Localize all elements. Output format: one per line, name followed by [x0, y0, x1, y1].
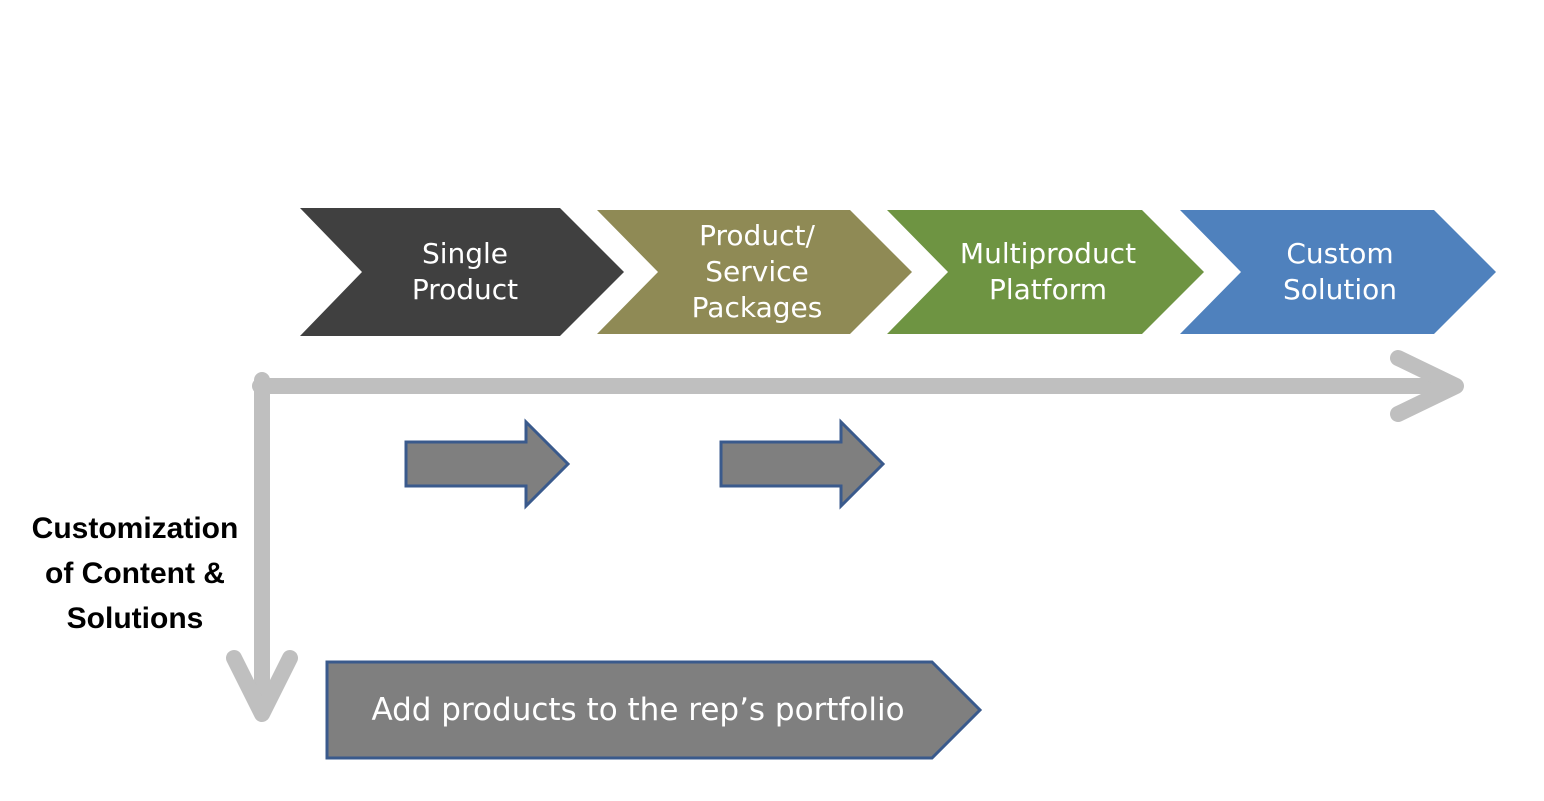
stage-label-multiproduct-platform: Multiproduct Platform [959, 237, 1137, 306]
block-arrow-2 [719, 418, 886, 510]
portfolio-banner-label: Add products to the rep’s portfolio [371, 692, 905, 728]
stage-chevron-single-product [300, 208, 624, 336]
portfolio-banner-shape [325, 660, 983, 760]
stage-chevron-product-service-packages [597, 210, 912, 334]
stage-chevron-custom-solution [1180, 210, 1496, 334]
stage-label-custom-solution: Custom Solution [1282, 237, 1398, 306]
vertical-axis-label: Customization of Content & Solutions [31, 512, 239, 635]
vertical-axis-arrow [226, 372, 298, 722]
block-arrow-1 [404, 418, 571, 510]
horizontal-axis-arrow [252, 350, 1464, 422]
stage-label-product-service-packages: Product/ Service Packages [691, 219, 823, 324]
stage-chevron-multiproduct-platform [887, 210, 1204, 334]
stage-label-single-product: Single Product [411, 237, 519, 306]
